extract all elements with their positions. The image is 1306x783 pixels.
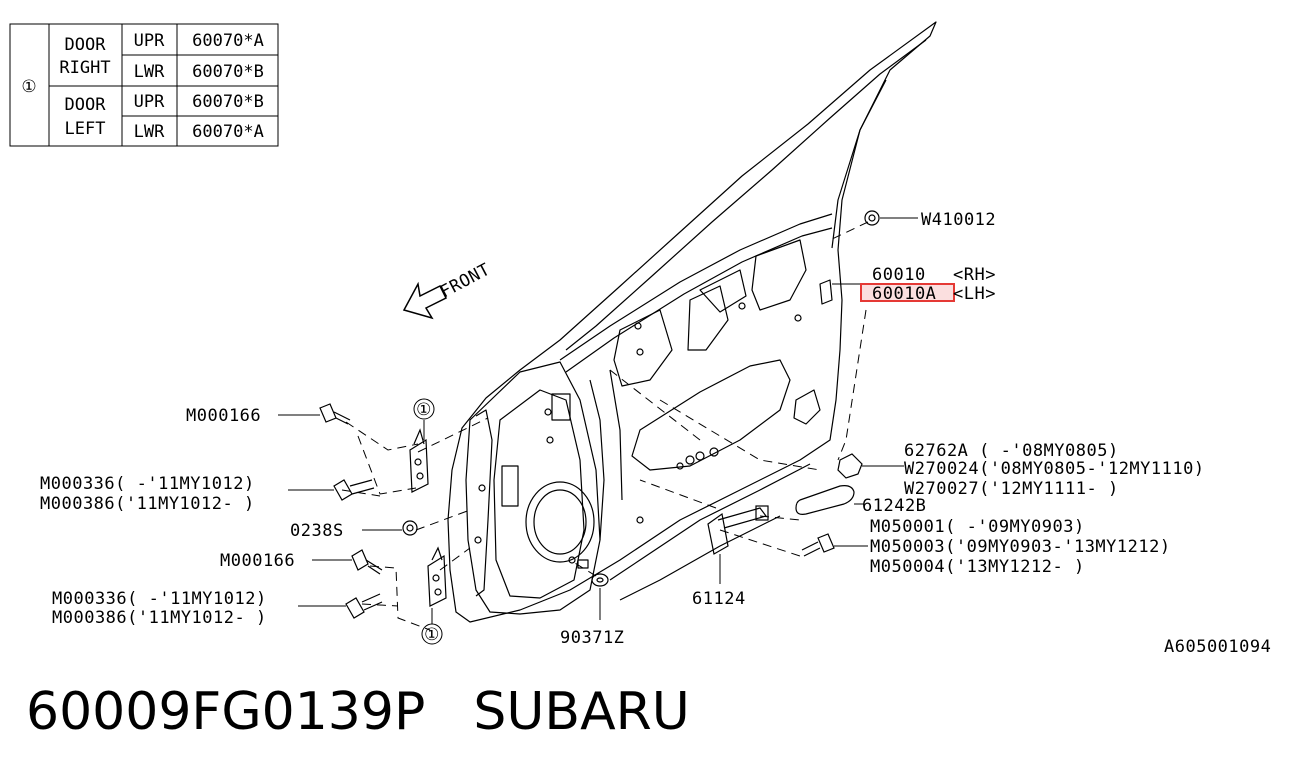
front-label: FRONT <box>437 260 494 303</box>
label-60010a[interactable]: 60010A <box>872 284 936 304</box>
label-w270027[interactable]: W270027('12MY1111- ) <box>904 479 1119 499</box>
label-m000166-bottom[interactable]: M000166 <box>220 551 295 571</box>
label-m000336-top[interactable]: M000336( -'11MY1012) <box>40 474 255 494</box>
table-pos-2: UPR <box>134 92 165 112</box>
drawing-id: A605001094 <box>1164 637 1271 657</box>
table-pos-0: UPR <box>134 31 165 51</box>
label-61242b[interactable]: 61242B <box>862 496 926 516</box>
label-m050003[interactable]: M050003('09MY0903-'13MY1212) <box>870 537 1171 557</box>
ref-circles <box>413 398 443 645</box>
label-61124[interactable]: 61124 <box>692 589 746 609</box>
label-m000336-bottom[interactable]: M000336( -'11MY1012) <box>52 589 267 609</box>
table-side-left: LEFT <box>65 119 106 139</box>
table-pos-3: LWR <box>134 122 165 142</box>
bolt-m000166-top-icon <box>319 403 351 425</box>
hinge-lower-icon <box>427 546 447 607</box>
table-part-2: 60070*B <box>192 92 264 112</box>
dashed-leaders <box>341 221 869 631</box>
checker-61124-icon <box>707 505 769 555</box>
label-60010a-side: <LH> <box>953 284 996 304</box>
bolt-m000336-bottom-icon <box>345 593 383 619</box>
label-w270024[interactable]: W270024('08MY0805-'12MY1110) <box>904 459 1205 479</box>
label-m050001[interactable]: M050001( -'09MY0903) <box>870 517 1085 537</box>
ref-marker-bottom: ① <box>424 625 440 645</box>
table-door-left: DOOR <box>65 95 107 115</box>
hinge-upper-icon <box>409 428 429 493</box>
bolt-m000336-top-icon <box>333 479 375 501</box>
front-arrow-icon <box>402 281 448 320</box>
door-panel-drawing <box>447 21 937 623</box>
reference-table <box>9 23 279 147</box>
plug-90371z-icon <box>591 573 609 587</box>
ref-marker-top: ① <box>416 400 432 420</box>
footer-brand: SUBARU <box>473 682 690 742</box>
table-pos-1: LWR <box>134 62 165 82</box>
clip-62762a-icon <box>837 453 863 479</box>
label-62762a[interactable]: 62762A ( -'08MY0805) <box>904 441 1119 461</box>
table-ref-marker: ① <box>21 77 36 97</box>
label-0238s[interactable]: 0238S <box>290 521 344 541</box>
label-m050004[interactable]: M050004('13MY1212- ) <box>870 557 1085 577</box>
footer-part-number: 60009FG0139P <box>26 682 426 742</box>
label-60010-side: <RH> <box>953 265 996 285</box>
nut-w410012-icon <box>864 210 880 226</box>
label-60010[interactable]: 60010 <box>872 265 926 285</box>
weatherstrip-61242b-icon <box>795 485 855 515</box>
label-m000386-top[interactable]: M000386('11MY1012- ) <box>40 494 255 514</box>
label-w410012[interactable]: W410012 <box>921 210 996 230</box>
table-part-0: 60070*A <box>192 31 264 51</box>
label-m000166-top[interactable]: M000166 <box>186 406 261 426</box>
nut-0238s-icon <box>402 520 418 536</box>
leader-lines <box>278 217 918 624</box>
label-m000386-bottom[interactable]: M000386('11MY1012- ) <box>52 608 267 628</box>
highlight-60010a <box>860 283 955 302</box>
table-part-1: 60070*B <box>192 62 264 82</box>
table-side-right: RIGHT <box>59 58 110 78</box>
footer-caption: 60009FG0139P SUBARU <box>26 682 738 742</box>
table-part-3: 60070*A <box>192 122 264 142</box>
bolt-m000166-bottom-icon <box>351 549 383 575</box>
table-door-right-1: DOOR <box>65 35 107 55</box>
bolt-m050003-icon <box>801 533 835 557</box>
label-90371z[interactable]: 90371Z <box>560 628 624 648</box>
